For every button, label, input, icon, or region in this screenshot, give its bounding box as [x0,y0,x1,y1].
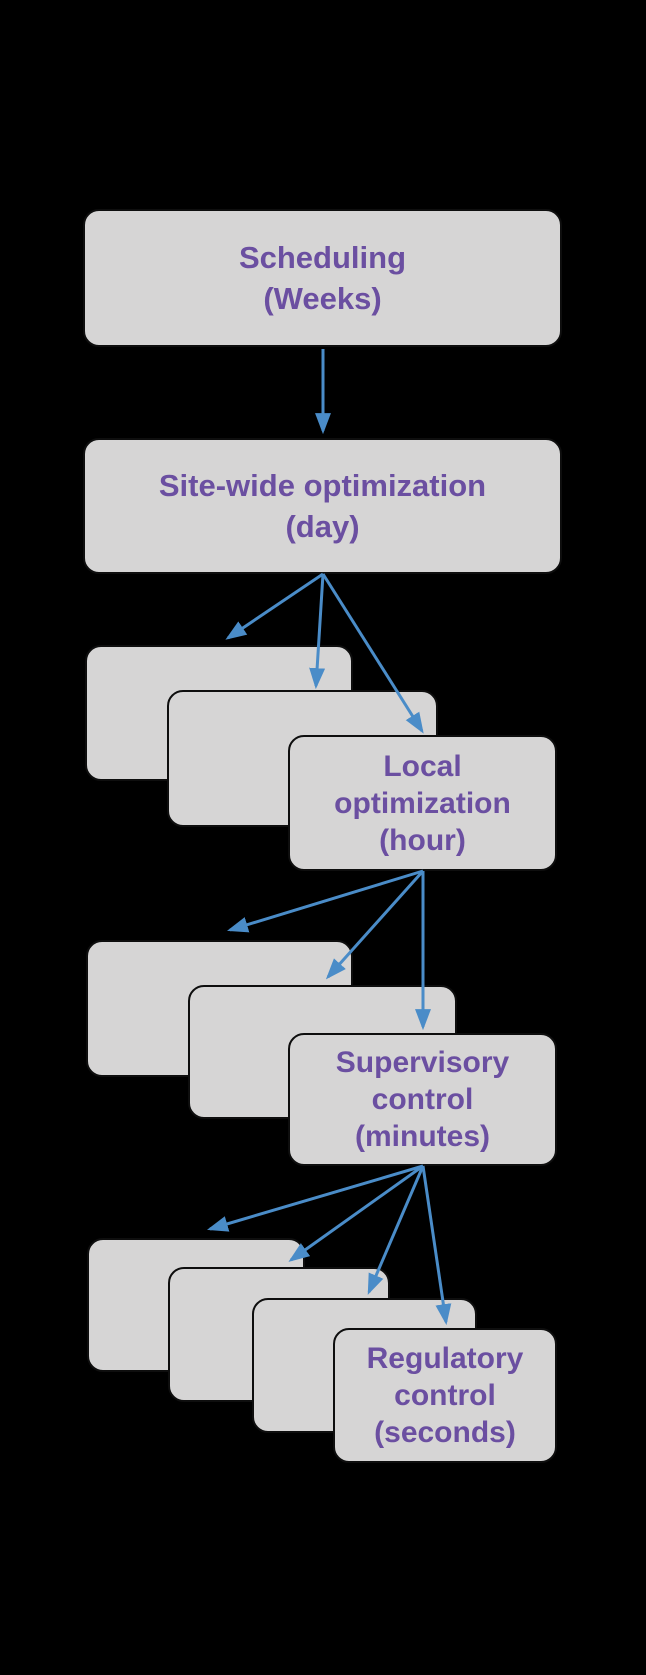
node-local-optimization: Local optimization (hour) [288,735,557,871]
node-site-wide-line2: (day) [285,509,360,544]
node-supervisory-line3: (minutes) [355,1120,490,1153]
node-scheduling: Scheduling (Weeks) [83,209,562,347]
node-supervisory-line2: control [371,1083,474,1116]
node-supervisory-line1: Supervisory [335,1046,510,1079]
node-regulatory-line2: control [394,1379,496,1412]
node-regulatory-line1: Regulatory [366,1342,524,1375]
arrow-supervisory-to-regulatory-2 [288,1164,424,1262]
node-local-line3: (hour) [379,823,466,857]
node-scheduling-line1: Scheduling [238,240,407,275]
node-local-line2: optimization [334,786,511,820]
node-supervisory-control: Supervisory control (minutes) [288,1033,557,1166]
arrow-supervisory-to-regulatory-1 [206,1164,424,1232]
node-regulatory-line3: (seconds) [374,1416,516,1449]
node-site-wide-line1: Site-wide optimization [158,468,487,503]
node-local-line1: Local [383,749,462,783]
node-scheduling-line2: (Weeks) [263,281,382,316]
node-regulatory-control: Regulatory control (seconds) [333,1328,557,1463]
node-site-wide-optimization: Site-wide optimization (day) [83,438,562,574]
arrow-sitewide-to-local-1 [225,572,324,640]
arrow-local-to-supervisory-1 [226,869,424,933]
